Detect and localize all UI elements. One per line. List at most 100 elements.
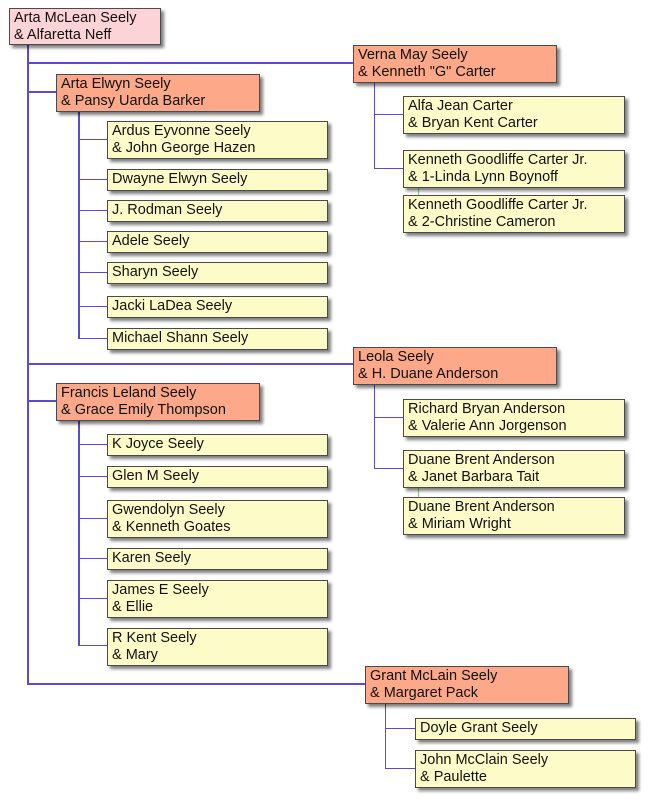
grandchild-box[interactable]: R Kent Seely & Mary	[107, 628, 328, 666]
grandchild-box[interactable]: John McClain Seely & Paulette	[415, 750, 636, 788]
person-name: J. Rodman Seely	[112, 202, 223, 218]
person-name: Duane Brent Anderson	[408, 499, 555, 515]
root-couple-box[interactable]: Arta McLean Seely & Alfaretta Neff	[9, 8, 161, 45]
grandchild-box[interactable]: Alfa Jean Carter & Bryan Kent Carter	[403, 96, 625, 134]
child-box-verna[interactable]: Verna May Seely & Kenneth "G" Carter	[353, 45, 557, 83]
person-name: Adele Seely	[112, 233, 190, 249]
tick-dwayne	[78, 179, 108, 180]
tick-michael	[78, 338, 108, 339]
child-box-leola[interactable]: Leola Seely & H. Duane Anderson	[353, 347, 557, 385]
connector-leola	[28, 363, 354, 365]
grandchild-box[interactable]: Adele Seely	[107, 231, 328, 253]
connector-arta-elwyn	[28, 91, 57, 93]
person-name: Grant McLain Seely	[370, 668, 498, 684]
person-name: Michael Shann Seely	[112, 330, 249, 346]
grandchild-box[interactable]: Jacki LaDea Seely	[107, 296, 328, 318]
person-name: Doyle Grant Seely	[420, 720, 538, 736]
branch-francis	[78, 420, 80, 646]
tick-glen	[78, 476, 108, 477]
person-name: K Joyce Seely	[112, 436, 204, 452]
grandchild-box[interactable]: Kenneth Goodliffe Carter Jr. & 1-Linda L…	[403, 150, 625, 188]
person-name: Dwayne Elwyn Seely	[112, 171, 248, 187]
spouse-name: & Miriam Wright	[408, 516, 511, 532]
branch-arta-elwyn	[78, 111, 80, 339]
spouse-name: & Paulette	[420, 769, 487, 785]
grandchild-box[interactable]: Gwendolyn Seely & Kenneth Goates	[107, 500, 328, 538]
person-name: Ardus Eyvonne Seely	[112, 123, 251, 139]
grandchild-box[interactable]: J. Rodman Seely	[107, 200, 328, 222]
spouse-name: & Mary	[112, 647, 158, 663]
grandchild-box[interactable]: Doyle Grant Seely	[415, 718, 636, 740]
grandchild-box[interactable]: Kenneth Goodliffe Carter Jr. & 2-Christi…	[403, 195, 625, 233]
spouse-link-duane	[418, 487, 419, 497]
tick-rodman	[78, 210, 108, 211]
grandchild-box[interactable]: Dwayne Elwyn Seely	[107, 169, 328, 191]
spouse-name: & Janet Barbara Tait	[408, 469, 540, 485]
tick-karen	[78, 558, 108, 559]
person-name: James E Seely	[112, 582, 209, 598]
spouse-name: & Bryan Kent Carter	[408, 115, 538, 131]
branch-verna	[374, 82, 375, 169]
spouse-name: & Valerie Ann Jorgenson	[408, 418, 567, 434]
grandchild-box[interactable]: K Joyce Seely	[107, 434, 328, 456]
grandchild-box[interactable]: Duane Brent Anderson & Janet Barbara Tai…	[403, 450, 625, 488]
tick-jacki	[78, 306, 108, 307]
spouse-name: & Margaret Pack	[370, 685, 478, 701]
person-name: Francis Leland Seely	[61, 385, 197, 401]
spouse-name: & Pansy Uarda Barker	[61, 93, 206, 109]
tick-kjoyce	[78, 444, 108, 445]
person-name: Alfa Jean Carter	[408, 98, 513, 114]
spouse-name: & H. Duane Anderson	[358, 366, 499, 382]
spouse-name: & Ellie	[112, 599, 154, 615]
connector-verna	[28, 62, 354, 64]
grandchild-box[interactable]: Richard Bryan Anderson & Valerie Ann Jor…	[403, 399, 625, 437]
person-name: Arta McLean Seely	[14, 10, 137, 26]
tick-alfa	[374, 114, 404, 115]
person-name: R Kent Seely	[112, 630, 197, 646]
spouse-name: & 2-Christine Cameron	[408, 214, 556, 230]
spouse-name: & Kenneth Goates	[112, 519, 231, 535]
person-name: Gwendolyn Seely	[112, 502, 225, 518]
child-box-arta-elwyn[interactable]: Arta Elwyn Seely & Pansy Uarda Barker	[56, 74, 260, 112]
person-name: Kenneth Goodliffe Carter Jr.	[408, 152, 588, 168]
child-box-grant[interactable]: Grant McLain Seely & Margaret Pack	[365, 666, 569, 704]
person-name: Richard Bryan Anderson	[408, 401, 566, 417]
connector-francis	[28, 400, 57, 402]
tick-richard	[374, 417, 404, 418]
connector-grant	[28, 683, 366, 685]
person-name: Glen M Seely	[112, 468, 200, 484]
tick-adele	[78, 241, 108, 242]
tick-doyle	[385, 728, 416, 729]
spouse-link-kenneth	[418, 187, 419, 195]
branch-leola	[374, 384, 375, 469]
branch-grant	[385, 703, 386, 769]
tick-john	[385, 768, 416, 769]
person-name: Verna May Seely	[358, 47, 468, 63]
tick-rkent	[78, 645, 108, 646]
grandchild-box[interactable]: Michael Shann Seely	[107, 328, 328, 350]
person-name: John McClain Seely	[420, 752, 549, 768]
person-name: Jacki LaDea Seely	[112, 298, 233, 314]
person-name: Arta Elwyn Seely	[61, 76, 171, 92]
grandchild-box[interactable]: James E Seely & Ellie	[107, 580, 328, 618]
grandchild-box[interactable]: Karen Seely	[107, 548, 328, 570]
tick-duane1	[374, 468, 404, 469]
person-name: Leola Seely	[358, 349, 434, 365]
spouse-name: & Kenneth "G" Carter	[358, 64, 496, 80]
grandchild-box[interactable]: Glen M Seely	[107, 466, 328, 488]
grandchild-box[interactable]: Sharyn Seely	[107, 262, 328, 284]
tick-james	[78, 598, 108, 599]
person-name: Duane Brent Anderson	[408, 452, 555, 468]
tick-kenneth1	[374, 168, 404, 169]
person-name: Sharyn Seely	[112, 264, 199, 280]
tick-sharyn	[78, 272, 108, 273]
person-name: Karen Seely	[112, 550, 191, 566]
grandchild-box[interactable]: Duane Brent Anderson & Miriam Wright	[403, 497, 625, 535]
spouse-name: & John George Hazen	[112, 140, 256, 156]
grandchild-box[interactable]: Ardus Eyvonne Seely & John George Hazen	[107, 121, 328, 159]
tick-ardus	[78, 139, 108, 140]
person-name: Kenneth Goodliffe Carter Jr.	[408, 197, 588, 213]
tick-gwendolyn	[78, 518, 108, 519]
child-box-francis[interactable]: Francis Leland Seely & Grace Emily Thomp…	[56, 383, 260, 421]
spouse-name: & Alfaretta Neff	[14, 27, 112, 43]
